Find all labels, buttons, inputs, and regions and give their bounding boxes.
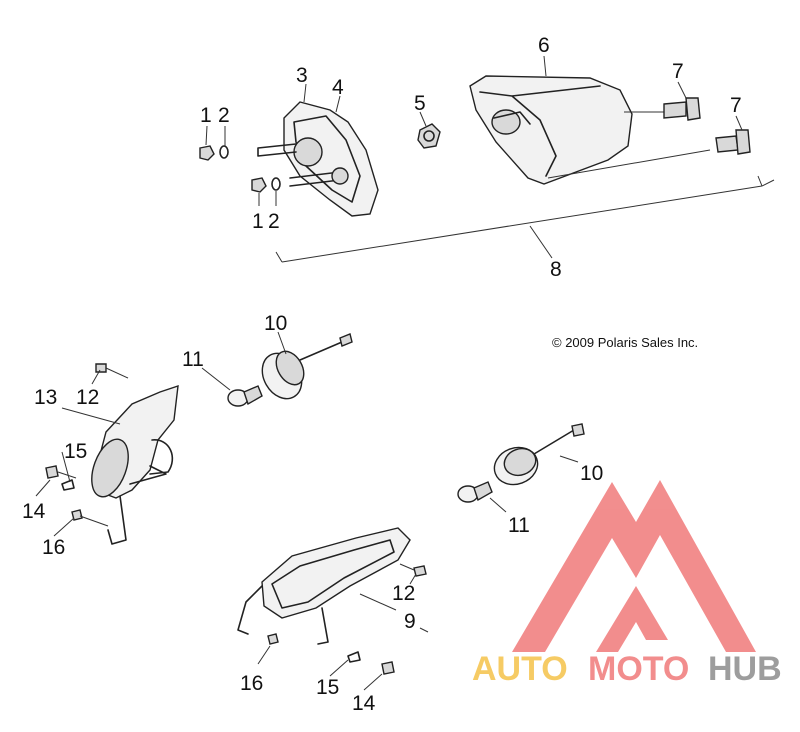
callout-13: 13 bbox=[34, 386, 57, 409]
callout-12-bottom: 12 bbox=[392, 582, 415, 605]
bulb-11-left bbox=[227, 385, 263, 407]
watermark-text-auto: AUTO bbox=[472, 650, 568, 688]
callout-7-upper: 7 bbox=[672, 60, 684, 83]
callout-11-right: 11 bbox=[508, 514, 530, 537]
callout-4: 4 bbox=[332, 76, 344, 99]
copyright-notice: © 2009 Polaris Sales Inc. bbox=[552, 335, 698, 350]
callout-14-bottom: 14 bbox=[352, 692, 376, 715]
left-turn-signal-housing bbox=[91, 384, 179, 545]
callout-2-upper: 2 bbox=[218, 104, 230, 127]
callout-16-left: 16 bbox=[42, 536, 65, 559]
callout-12-left: 12 bbox=[76, 386, 99, 409]
callout-11-left: 11 bbox=[182, 348, 204, 371]
callout-3: 3 bbox=[296, 64, 308, 87]
left-small-hardware bbox=[45, 363, 129, 527]
callout-1-upper: 1 bbox=[200, 104, 212, 127]
watermark-logo-mark bbox=[512, 480, 756, 652]
callout-10-right: 10 bbox=[580, 462, 603, 485]
nut-washer-set-lower bbox=[251, 177, 281, 206]
lamp-assembly bbox=[469, 75, 711, 185]
watermark-text-moto: MOTO bbox=[588, 650, 689, 688]
bolt-7-lower bbox=[715, 129, 751, 155]
callout-15-bottom: 15 bbox=[316, 676, 339, 699]
callout-8: 8 bbox=[550, 258, 562, 281]
bolt-7-upper bbox=[624, 97, 701, 121]
right-small-hardware bbox=[267, 563, 427, 675]
callout-7-lower: 7 bbox=[730, 94, 742, 117]
nut-washer-set-upper bbox=[199, 125, 229, 161]
callout-14-left: 14 bbox=[22, 500, 46, 523]
screw-5 bbox=[417, 123, 441, 149]
assembly-bracket-8 bbox=[275, 175, 775, 263]
callout-6: 6 bbox=[538, 34, 550, 57]
bulb-socket-10-right bbox=[493, 423, 585, 486]
callout-5: 5 bbox=[414, 92, 426, 115]
callout-9: 9 bbox=[404, 610, 416, 633]
bulb-socket-10-left bbox=[261, 333, 353, 400]
callout-1-lower: 1 bbox=[252, 210, 264, 233]
callout-16-bottom: 16 bbox=[240, 672, 263, 695]
callout-15-left: 15 bbox=[64, 440, 87, 463]
right-turn-signal-housing bbox=[237, 527, 411, 645]
callout-2-lower: 2 bbox=[268, 210, 280, 233]
callout-10-left: 10 bbox=[264, 312, 287, 335]
bulb-11-right bbox=[457, 481, 493, 503]
watermark-text-hub: HUB bbox=[708, 650, 782, 688]
headlight-housing bbox=[257, 101, 379, 217]
automotohub-watermark: AUTO MOTO HUB bbox=[472, 480, 782, 688]
